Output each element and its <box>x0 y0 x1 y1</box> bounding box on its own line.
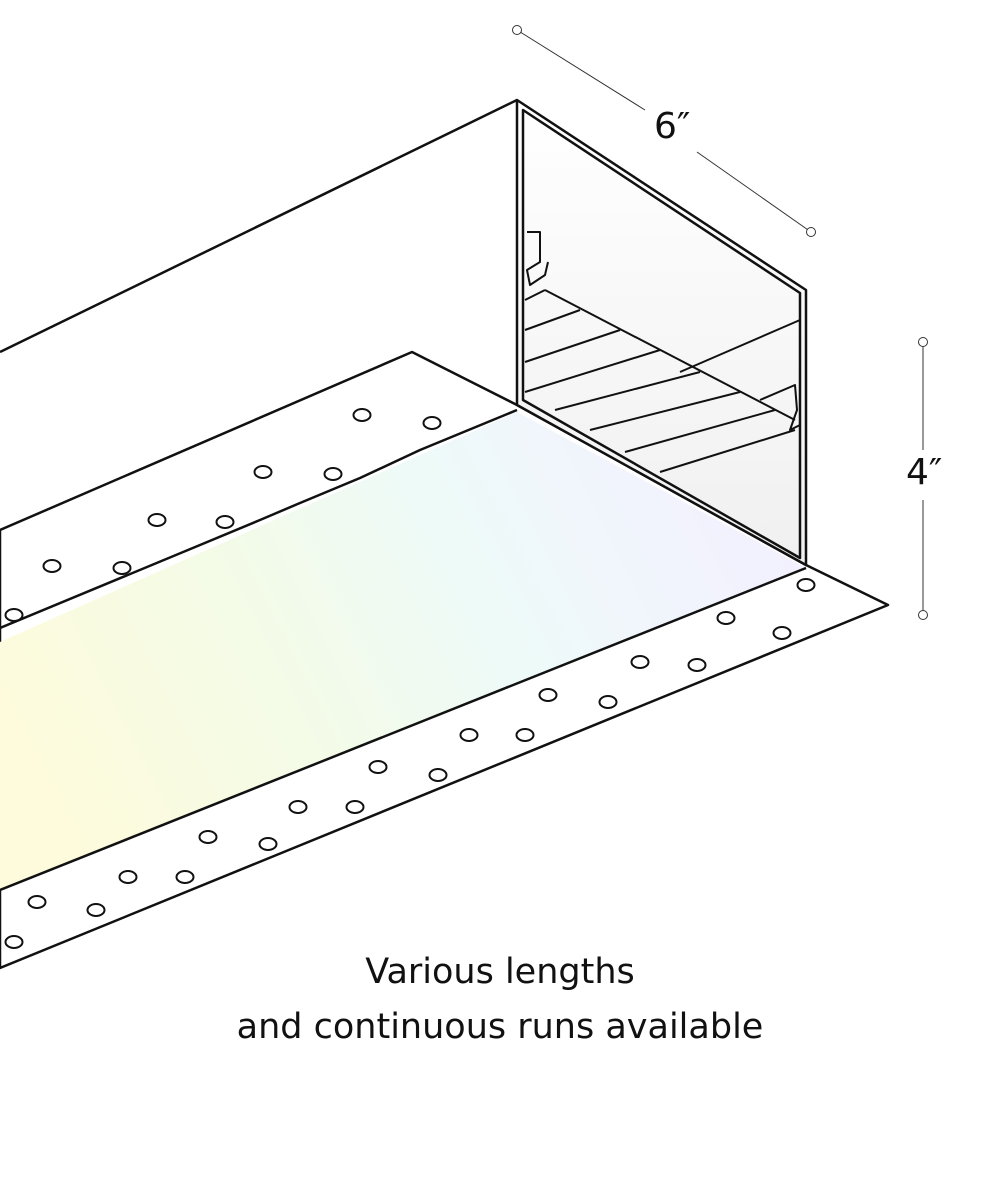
screw-icon <box>368 760 388 774</box>
screw-icon <box>118 870 138 884</box>
housing-top-edge <box>0 98 518 354</box>
screw-icon <box>198 830 218 844</box>
screw-icon <box>4 608 24 622</box>
screw-icon <box>253 465 273 479</box>
screw-icon <box>175 870 195 884</box>
screw-icon <box>288 800 308 814</box>
screw-icon <box>428 768 448 782</box>
screw-icon <box>215 515 235 529</box>
screw-icon <box>352 408 372 422</box>
screw-icon <box>716 611 736 625</box>
screw-icon <box>345 800 365 814</box>
width-dimension-label: 6″ <box>654 106 691 147</box>
screw-icon <box>86 903 106 917</box>
screw-icon <box>772 626 792 640</box>
screw-icon <box>422 416 442 430</box>
screw-icon <box>27 895 47 909</box>
lens-edge-lower <box>0 566 807 892</box>
caption-line-2: and continuous runs available <box>236 1007 764 1047</box>
screw-icon <box>538 688 558 702</box>
screw-icon <box>112 561 132 575</box>
screw-icon <box>323 467 343 481</box>
caption-line-1: Various lengths <box>365 952 635 992</box>
height-dimension-label: 4″ <box>906 452 943 493</box>
screw-icon <box>459 728 479 742</box>
screw-icon <box>4 935 24 949</box>
screw-icon <box>258 837 278 851</box>
lens-edge-upper <box>0 408 518 630</box>
reflector-slats <box>524 231 801 473</box>
screw-icon <box>796 578 816 592</box>
mounting-screws <box>4 408 816 949</box>
housing-end-inner <box>521 108 802 560</box>
screw-icon <box>42 559 62 573</box>
screw-icon <box>687 658 707 672</box>
screw-icon <box>515 728 535 742</box>
dimension-lines <box>512 25 928 620</box>
screw-icon <box>598 695 618 709</box>
screw-icon <box>147 513 167 527</box>
screw-icon <box>630 655 650 669</box>
lens <box>0 412 806 890</box>
